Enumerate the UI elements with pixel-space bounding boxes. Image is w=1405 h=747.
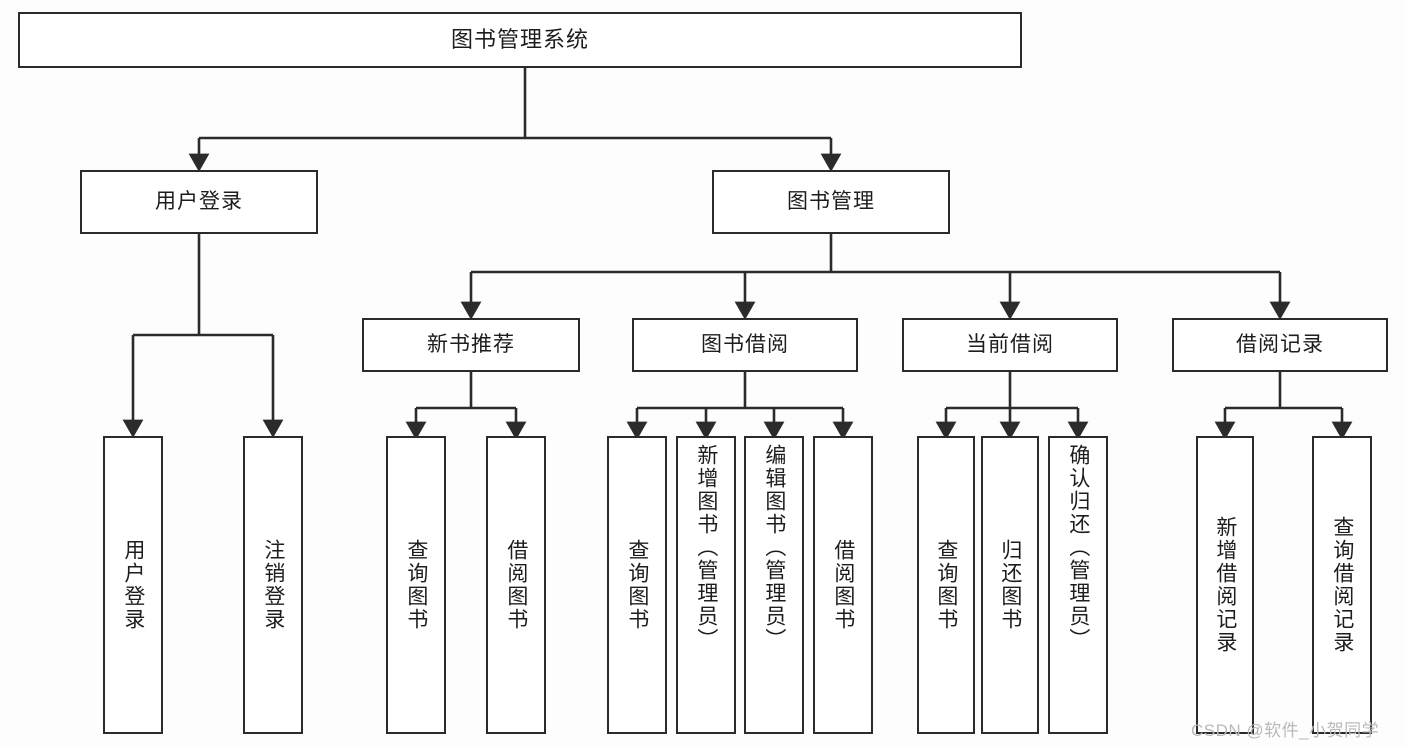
leaf-add-record-label: 新增借阅记录 bbox=[1213, 516, 1237, 654]
leaf-return-book[interactable]: 归还图书 bbox=[981, 436, 1039, 734]
node-root-label: 图书管理系统 bbox=[450, 26, 589, 52]
leaf-edit-book[interactable]: 编辑图书（管理员） bbox=[744, 436, 804, 734]
node-new-book-recommend[interactable]: 新书推荐 bbox=[362, 318, 580, 372]
node-borrow-record[interactable]: 借阅记录 bbox=[1172, 318, 1388, 372]
leaf-query-book-cur[interactable]: 查询图书 bbox=[917, 436, 975, 734]
node-borrow-record-label: 借阅记录 bbox=[1236, 333, 1324, 357]
node-root[interactable]: 图书管理系统 bbox=[18, 12, 1022, 68]
leaf-user-login[interactable]: 用户登录 bbox=[103, 436, 163, 734]
leaf-borrow-book-rec-label: 借阅图书 bbox=[504, 539, 528, 631]
leaf-user-login-label: 用户登录 bbox=[121, 539, 145, 631]
node-book-manage[interactable]: 图书管理 bbox=[712, 170, 950, 234]
csdn-watermark: CSDN @软件_小贺同学 bbox=[1191, 721, 1380, 740]
leaf-borrow-book-label: 借阅图书 bbox=[831, 539, 855, 631]
node-current-borrow-label: 当前借阅 bbox=[966, 333, 1054, 357]
leaf-add-book[interactable]: 新增图书（管理员） bbox=[676, 436, 736, 734]
leaf-confirm-return-label: 确认归还（管理员） bbox=[1066, 444, 1090, 651]
node-new-book-recommend-label: 新书推荐 bbox=[427, 333, 515, 357]
node-book-manage-label: 图书管理 bbox=[787, 190, 875, 214]
leaf-borrow-book[interactable]: 借阅图书 bbox=[813, 436, 873, 734]
node-book-borrow[interactable]: 图书借阅 bbox=[632, 318, 858, 372]
leaf-edit-book-label: 编辑图书（管理员） bbox=[762, 444, 786, 651]
leaf-confirm-return[interactable]: 确认归还（管理员） bbox=[1048, 436, 1108, 734]
node-book-borrow-label: 图书借阅 bbox=[701, 333, 789, 357]
leaf-query-book-rec-label: 查询图书 bbox=[404, 539, 428, 631]
leaf-query-book-borrow[interactable]: 查询图书 bbox=[607, 436, 667, 734]
node-current-borrow[interactable]: 当前借阅 bbox=[902, 318, 1118, 372]
leaf-query-book-borrow-label: 查询图书 bbox=[625, 539, 649, 631]
leaf-query-book-rec[interactable]: 查询图书 bbox=[386, 436, 446, 734]
leaf-borrow-book-rec[interactable]: 借阅图书 bbox=[486, 436, 546, 734]
node-user-login-label: 用户登录 bbox=[155, 190, 243, 214]
leaf-logout-label: 注销登录 bbox=[261, 539, 285, 631]
leaf-logout[interactable]: 注销登录 bbox=[243, 436, 303, 734]
leaf-query-record-label: 查询借阅记录 bbox=[1330, 516, 1354, 654]
leaf-add-book-label: 新增图书（管理员） bbox=[694, 444, 718, 651]
leaf-add-record[interactable]: 新增借阅记录 bbox=[1196, 436, 1254, 734]
node-user-login[interactable]: 用户登录 bbox=[80, 170, 318, 234]
leaf-return-book-label: 归还图书 bbox=[998, 539, 1022, 631]
leaf-query-book-cur-label: 查询图书 bbox=[934, 539, 958, 631]
leaf-query-record[interactable]: 查询借阅记录 bbox=[1312, 436, 1372, 734]
